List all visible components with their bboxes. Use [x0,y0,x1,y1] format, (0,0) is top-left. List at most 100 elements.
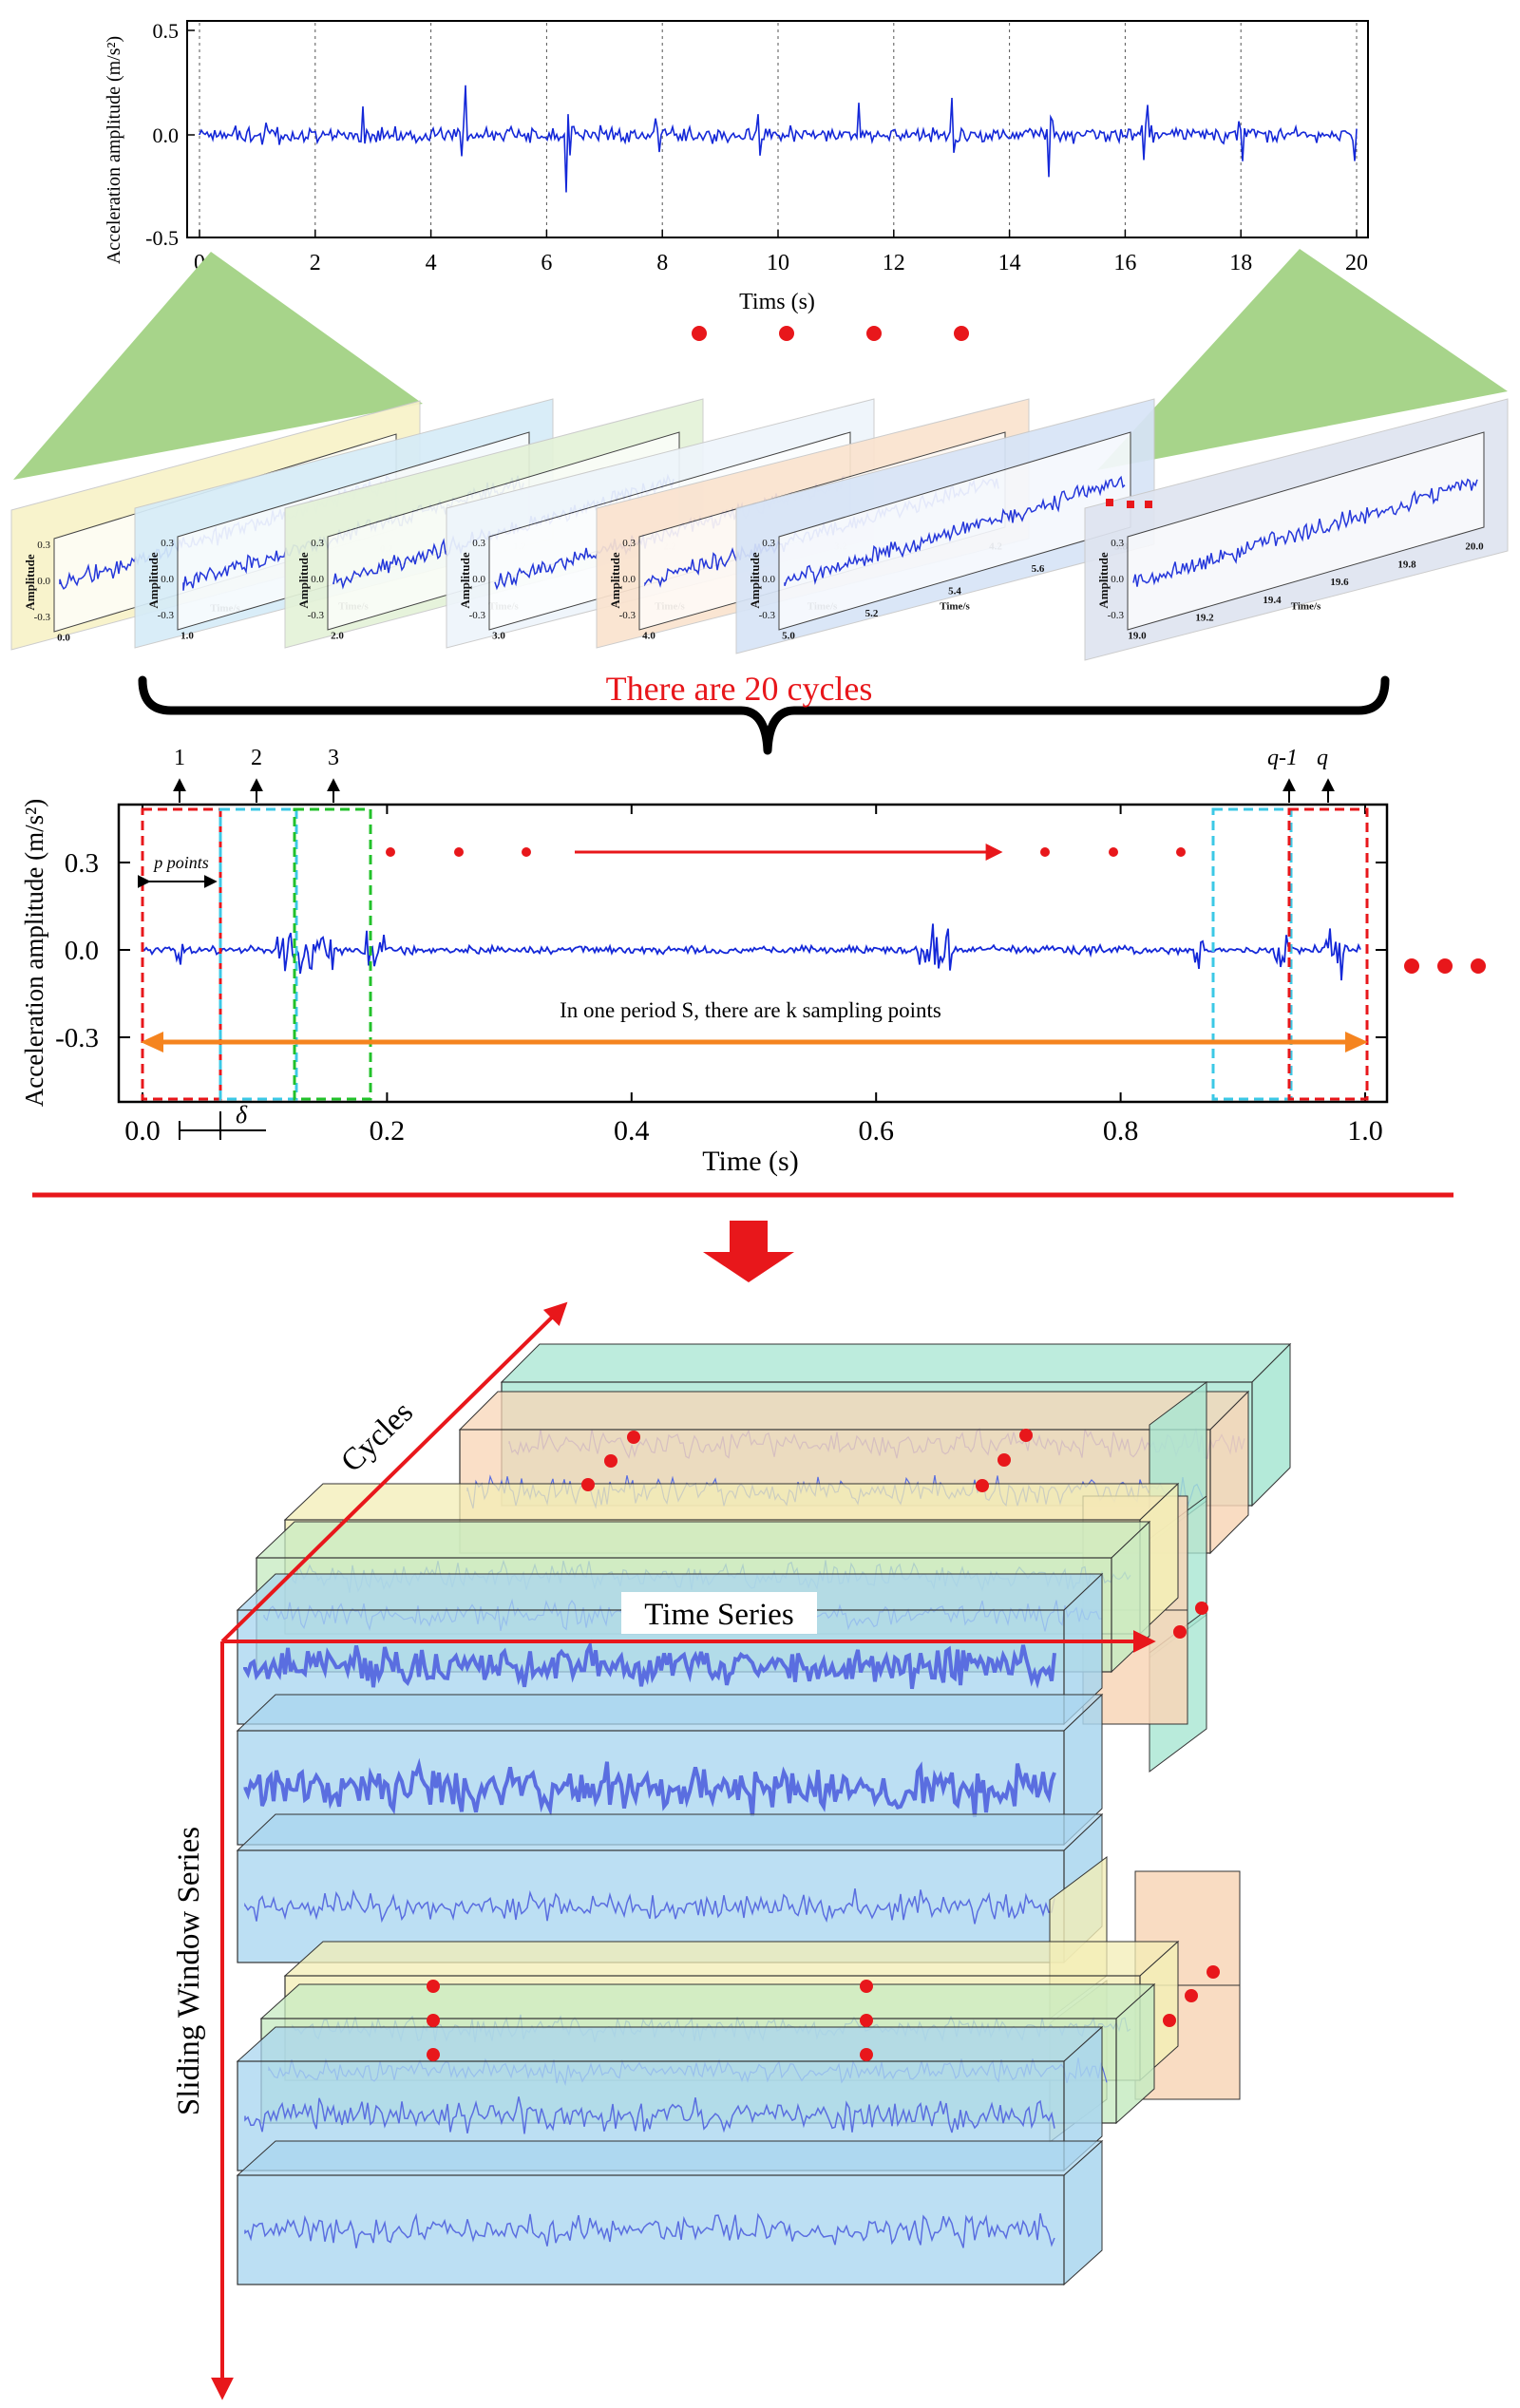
ellipsis-dot [1185,1989,1198,2002]
window-1 [141,807,222,1101]
window-label-1: 1 [173,746,186,803]
ellipsis-dot [1195,1602,1208,1615]
panel-y-tick: 0.3 [161,538,174,549]
panel-x-tick: 5.6 [1032,563,1045,575]
panel-x-tick: 5.2 [865,608,879,619]
panel-y-tick: 0.0 [1111,574,1124,585]
ellipsis-dot [998,1453,1011,1467]
progress-dot [386,847,395,857]
panel-y-tick: 0.3 [472,538,485,549]
window-label-q: q [1317,746,1335,803]
top-signal-trace [199,85,1358,193]
y-tick-label: 0.0 [153,123,180,147]
p-points-marker: p points [137,853,218,888]
cycles-count-text: There are 20 cycles [606,670,873,708]
ellipsis-dot [627,1431,640,1444]
ellipsis-dot [860,2014,873,2027]
panel-y-tick: 0.3 [37,540,50,551]
panel-ylabel: Amplitude [296,552,311,608]
ellipsis-dot [954,326,969,341]
box-signal [243,1757,1056,1818]
box-signal [244,2096,1055,2134]
progress-dot [454,847,464,857]
mid-plot-frame [117,803,1389,1104]
window-number: 2 [251,746,262,770]
panel-x-tick: 0.0 [57,632,70,643]
panel-y-tick: -0.3 [34,612,51,623]
step-delta-marker: δ [179,1101,266,1140]
panel-x-tick: 19.4 [1263,595,1282,606]
panel-ylabel: Amplitude [458,552,472,608]
period-description: In one period S, there are k sampling po… [560,998,941,1022]
panel-xlabel: Time/s [1291,601,1321,613]
box-top-face [236,2140,1104,2176]
panel-xlabel: Time/s [940,601,970,613]
panel-y-tick: 0.3 [311,538,324,549]
panel-frame [1127,431,1485,631]
ellipsis-dot [976,1479,989,1492]
panel-y-tick: 0.0 [311,574,324,585]
ellipsis-dot [604,1454,618,1468]
window-2 [218,807,298,1101]
panel-x-tick: 19.8 [1397,559,1416,570]
period-span-head-left [141,1032,163,1052]
x-tick-label: 4 [426,251,437,275]
window-label-3: 3 [327,746,340,803]
x-tick-label: 6 [541,251,552,275]
cycles-axis [220,1301,568,1643]
window-3 [293,807,372,1101]
ellipsis-dot [1437,958,1453,974]
cycle-panel-7: Amplitude0.30.0-0.319.019.219.419.619.82… [1084,398,1509,661]
window-number: q [1317,746,1328,770]
box-signal [243,1639,1056,1690]
window-q [1287,807,1369,1101]
ellipsis-dot [1173,1625,1187,1639]
panel-y-tick: 0.0 [622,574,636,585]
panel-x-tick: 20.0 [1465,541,1484,553]
window-number: 3 [328,746,339,770]
ellipsis-dot [1471,958,1486,974]
panel-y-tick: 0.0 [472,574,485,585]
panel-signal [784,475,1126,587]
box-top-face [236,2026,1104,2062]
ellipsis-dot [427,2014,440,2027]
cube-axes: Cycles Time Series Sliding Window Series [172,1301,1156,2400]
panel-ylabel: Amplitude [146,552,161,608]
cycles-brace [138,675,1390,755]
panel-y-tick: -0.3 [469,610,486,621]
panel-x-tick: 19.6 [1330,577,1349,588]
ellipsis-dot [860,1980,873,1993]
x-tick-label: 2 [310,251,321,275]
panel-y-tick: 0.0 [37,576,50,587]
top-plot-ylabel: Acceleration amplitude (m/s²) [104,36,124,264]
window-label-q-1: q-1 [1267,746,1298,803]
progress-dot [522,847,531,857]
box-signal [244,2212,1055,2248]
panel-x-tick: 1.0 [180,630,194,641]
x-tick-label: 16 [1113,251,1136,275]
ellipsis-dots-right [1404,958,1486,974]
ellipsis-dot [1206,1965,1220,1979]
ellipsis-dot [779,326,794,341]
time-series-label-bg [621,1592,817,1634]
zoom-triangle-left [13,252,423,480]
box-top-face [458,1391,1250,1431]
window-q-1 [1211,807,1293,1101]
window-number: q-1 [1267,746,1298,770]
box-signal [244,1887,1055,1925]
top-plot-xlabel: Tims (s) [739,290,815,314]
panel-ylabel: Amplitude [23,554,37,610]
panel-x-tick: 3.0 [492,630,505,641]
top-plot-gridlines [199,23,1358,236]
mid-plot-xlabel: Time (s) [702,1146,798,1177]
transform-arrow [703,1221,794,1282]
window-cube [236,1342,1292,2286]
panel-dot [1106,499,1113,506]
zoom-triangle-right [1097,249,1508,470]
ellipsis-dot [1404,958,1419,974]
delta-label: δ [236,1101,248,1128]
